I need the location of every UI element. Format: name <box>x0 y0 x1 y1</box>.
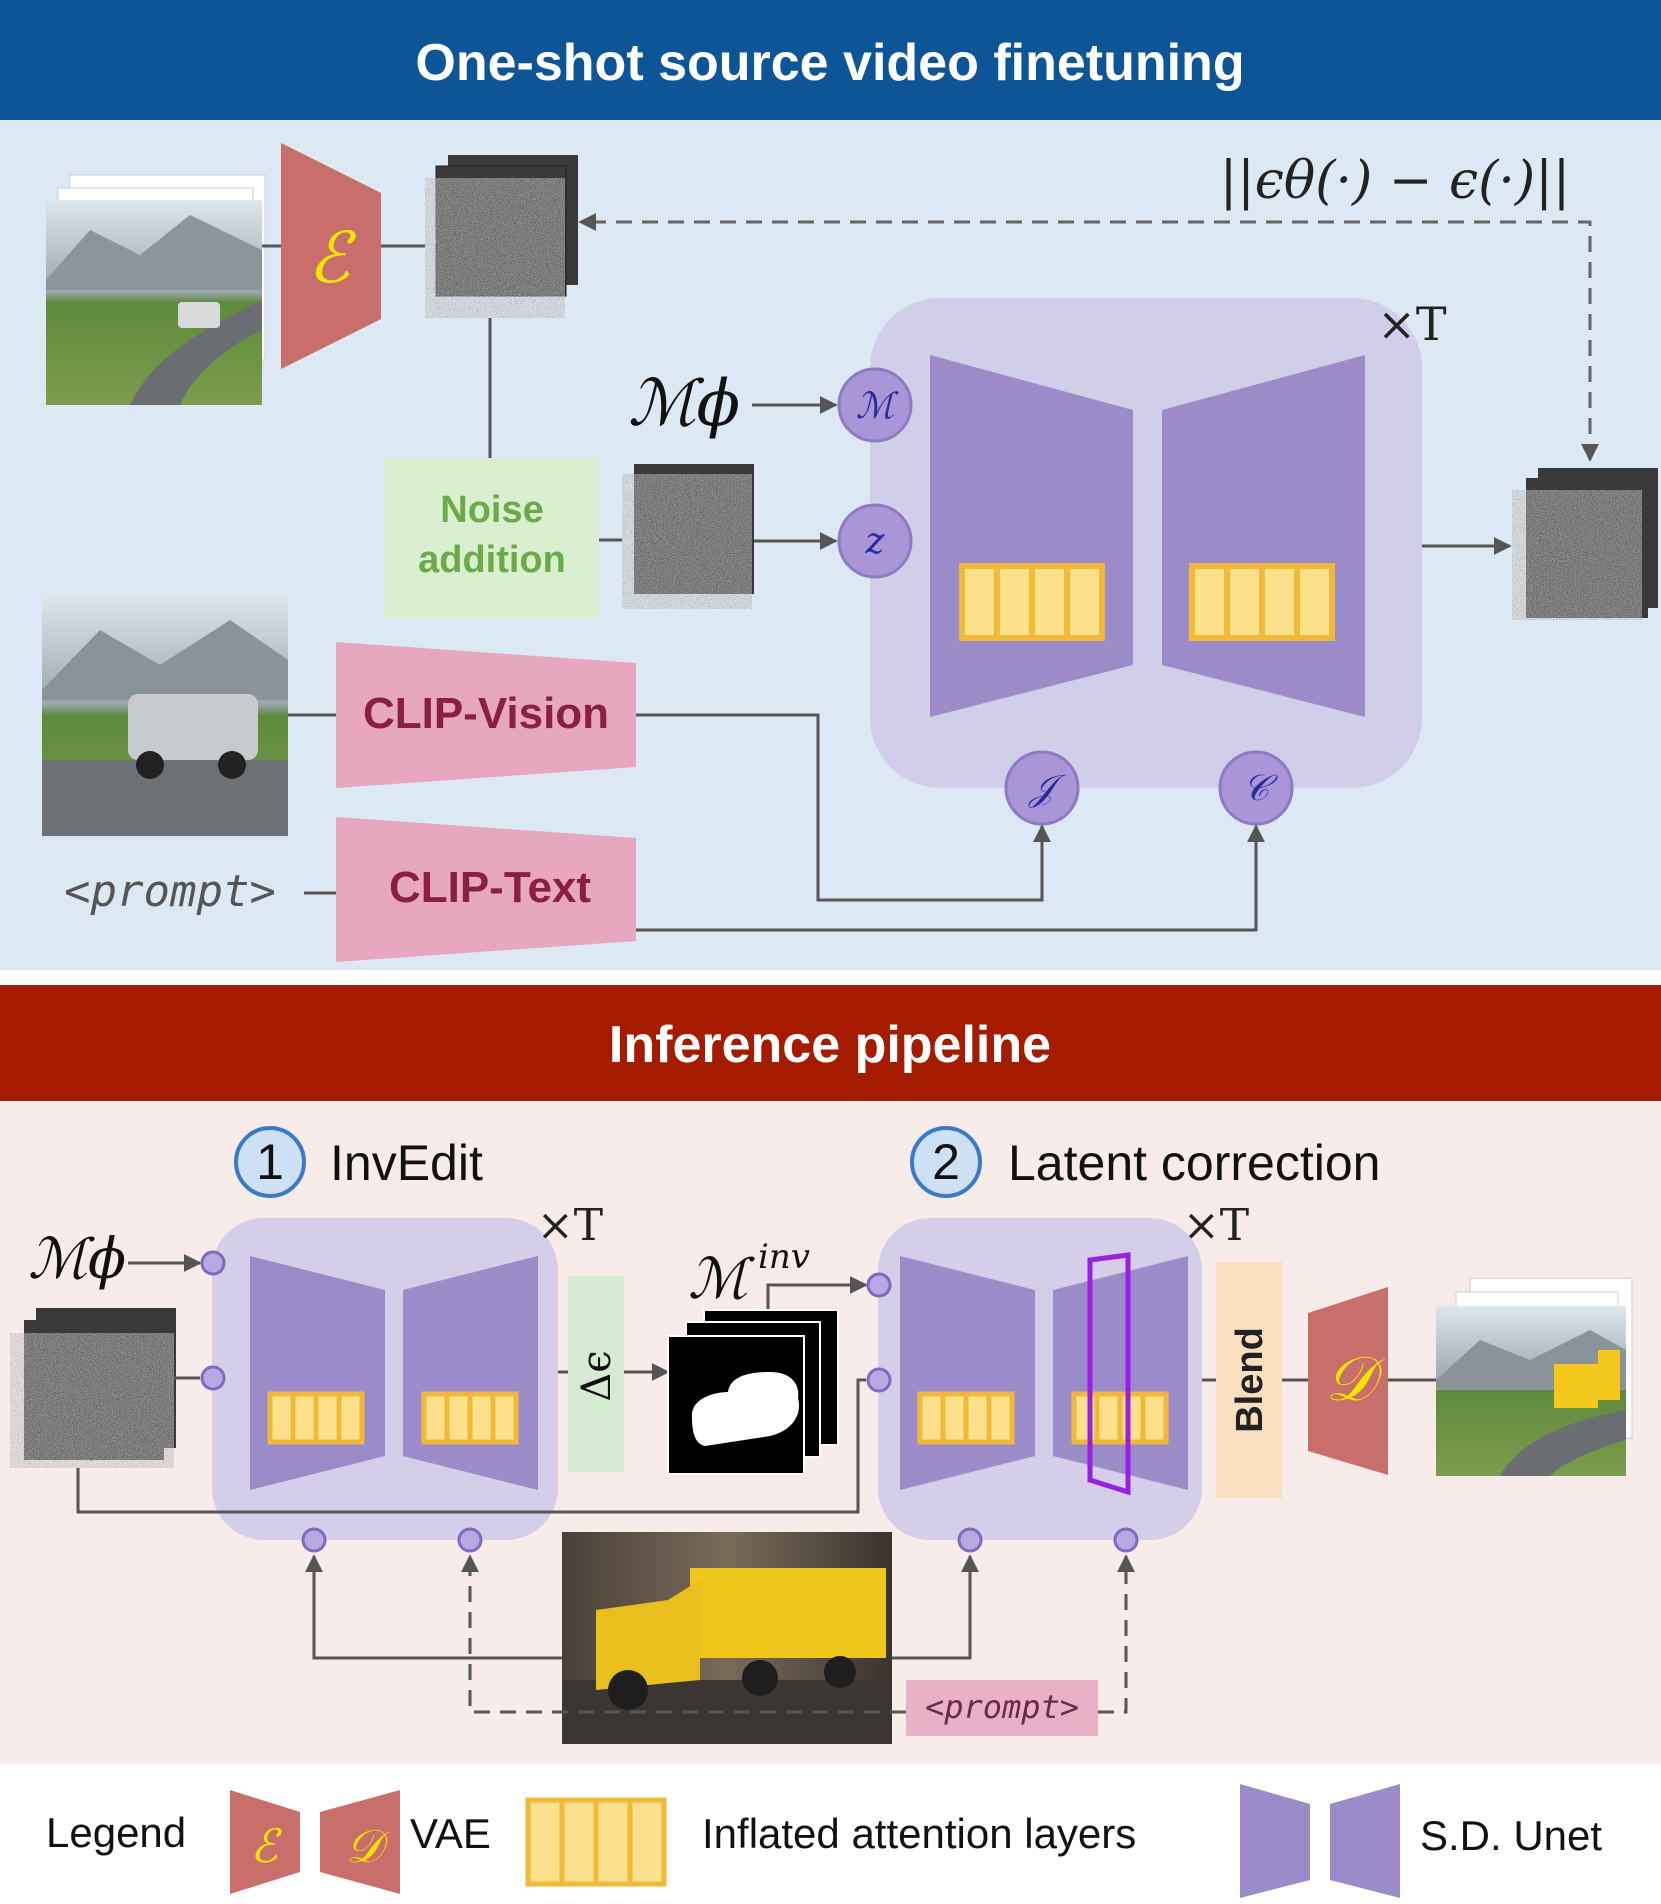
latent-correction-unet-decoder <box>1053 1256 1188 1490</box>
vae-decoder-block <box>1308 1287 1388 1475</box>
top-unet-decoder <box>1162 355 1365 717</box>
invedit-unet-encoder <box>250 1256 385 1490</box>
step1-badge <box>234 1126 306 1198</box>
legend-unet-encoder <box>1240 1784 1310 1898</box>
latent-correction-mask-port <box>866 1272 892 1298</box>
top-times-t: ×T <box>1377 297 1447 351</box>
source-latent-stack <box>425 155 578 318</box>
latent-correction-unet-encoder <box>900 1256 1035 1490</box>
source-video-frames <box>46 174 266 405</box>
latent-correction-image-port <box>957 1527 983 1553</box>
legend-attention-label: Inflated attention layers <box>702 1810 1136 1857</box>
legend-encoder-shape <box>230 1790 300 1894</box>
blend-block <box>1216 1262 1282 1498</box>
clip-text-block <box>336 817 636 962</box>
top-attention-layers-right <box>1189 563 1335 641</box>
vae-encoder-block <box>281 143 381 369</box>
top-text-cond-node <box>1218 750 1294 826</box>
invedit-unet-decoder <box>403 1256 538 1490</box>
delta-epsilon-label: Δϵ <box>574 1350 620 1401</box>
bottom-section-title: Inference pipeline <box>609 1016 1051 1074</box>
top-attention-layers-left <box>959 563 1105 641</box>
bottom-mask-input-label: ℳϕ <box>28 1227 126 1292</box>
invedit-times-t: ×T <box>537 1200 603 1251</box>
noisy-latent-stack <box>622 464 754 609</box>
invedit-latent-port <box>200 1365 226 1391</box>
target-condition-image <box>562 1532 892 1744</box>
top-mask-input-node <box>837 367 913 443</box>
loss-dashed-arrow <box>578 213 1599 462</box>
invedit-attention-left <box>267 1391 365 1445</box>
legend-decoder-shape <box>320 1790 400 1894</box>
mask-inv-label: ℳ <box>688 1247 755 1312</box>
invedit-image-port <box>301 1527 327 1553</box>
top-prompt-label: <prompt> <box>64 866 276 917</box>
top-image-cond-node <box>1004 750 1080 826</box>
delta-epsilon-block <box>568 1276 624 1472</box>
invedit-attention-right <box>421 1391 519 1445</box>
top-unet-encoder <box>930 355 1133 717</box>
invedit-mask-port <box>200 1250 226 1276</box>
clip-vision-block <box>336 642 636 788</box>
step2-badge <box>910 1126 982 1198</box>
legend-encoder-symbol: ℰ <box>250 1819 282 1873</box>
encoder-symbol: ℰ <box>308 217 357 299</box>
predicted-noise-stack <box>1512 468 1658 620</box>
top-section-title: One-shot source video finetuning <box>415 34 1244 92</box>
latent-correction-highlight <box>1087 1252 1131 1496</box>
loss-label: ||ϵθ(·) − ϵ(·)|| <box>1220 151 1570 211</box>
mask-inv-superscript: inv <box>758 1237 810 1277</box>
top-mask-node-label: ℳ <box>856 386 899 427</box>
step1-number: 1 <box>256 1134 284 1190</box>
step2-number: 2 <box>932 1134 960 1190</box>
top-header-bar <box>0 0 1661 120</box>
inversion-mask-stack <box>667 1309 839 1475</box>
reference-image <box>42 596 288 836</box>
top-latent-input-node <box>837 503 913 579</box>
latent-correction-times-t: ×T <box>1183 1200 1249 1251</box>
bottom-prompt-label: <prompt> <box>925 1688 1079 1726</box>
bottom-prompt-box <box>906 1680 1098 1736</box>
invedit-text-port <box>457 1527 483 1553</box>
clip-text-label: CLIP-Text <box>389 863 591 912</box>
legend-unet-label: S.D. Unet <box>1420 1812 1602 1859</box>
blend-label: Blend <box>1229 1327 1271 1433</box>
legend-attention-icon <box>525 1797 667 1887</box>
step2-label: Latent correction <box>1008 1135 1380 1191</box>
latent-correction-text-port <box>1113 1527 1139 1553</box>
clip-vision-label: CLIP-Vision <box>363 689 609 738</box>
initial-noise-stack <box>10 1308 176 1468</box>
latent-correction-attention-left <box>917 1391 1015 1445</box>
top-mask-input-label: ℳϕ <box>628 367 740 441</box>
top-latent-node-label: z <box>865 521 886 562</box>
latent-correction-latent-port <box>866 1367 892 1393</box>
noise-addition-label-line2: addition <box>418 539 566 581</box>
bottom-header-bar <box>0 985 1661 1101</box>
legend-title: Legend <box>46 1809 186 1856</box>
edited-output-frames <box>1436 1277 1633 1476</box>
noise-addition-block <box>384 458 599 618</box>
legend-unet-decoder <box>1330 1784 1400 1898</box>
noise-addition-label-line1: Noise <box>440 489 543 531</box>
step1-label: InvEdit <box>330 1135 483 1191</box>
legend-vae-label: VAE <box>410 1810 491 1857</box>
